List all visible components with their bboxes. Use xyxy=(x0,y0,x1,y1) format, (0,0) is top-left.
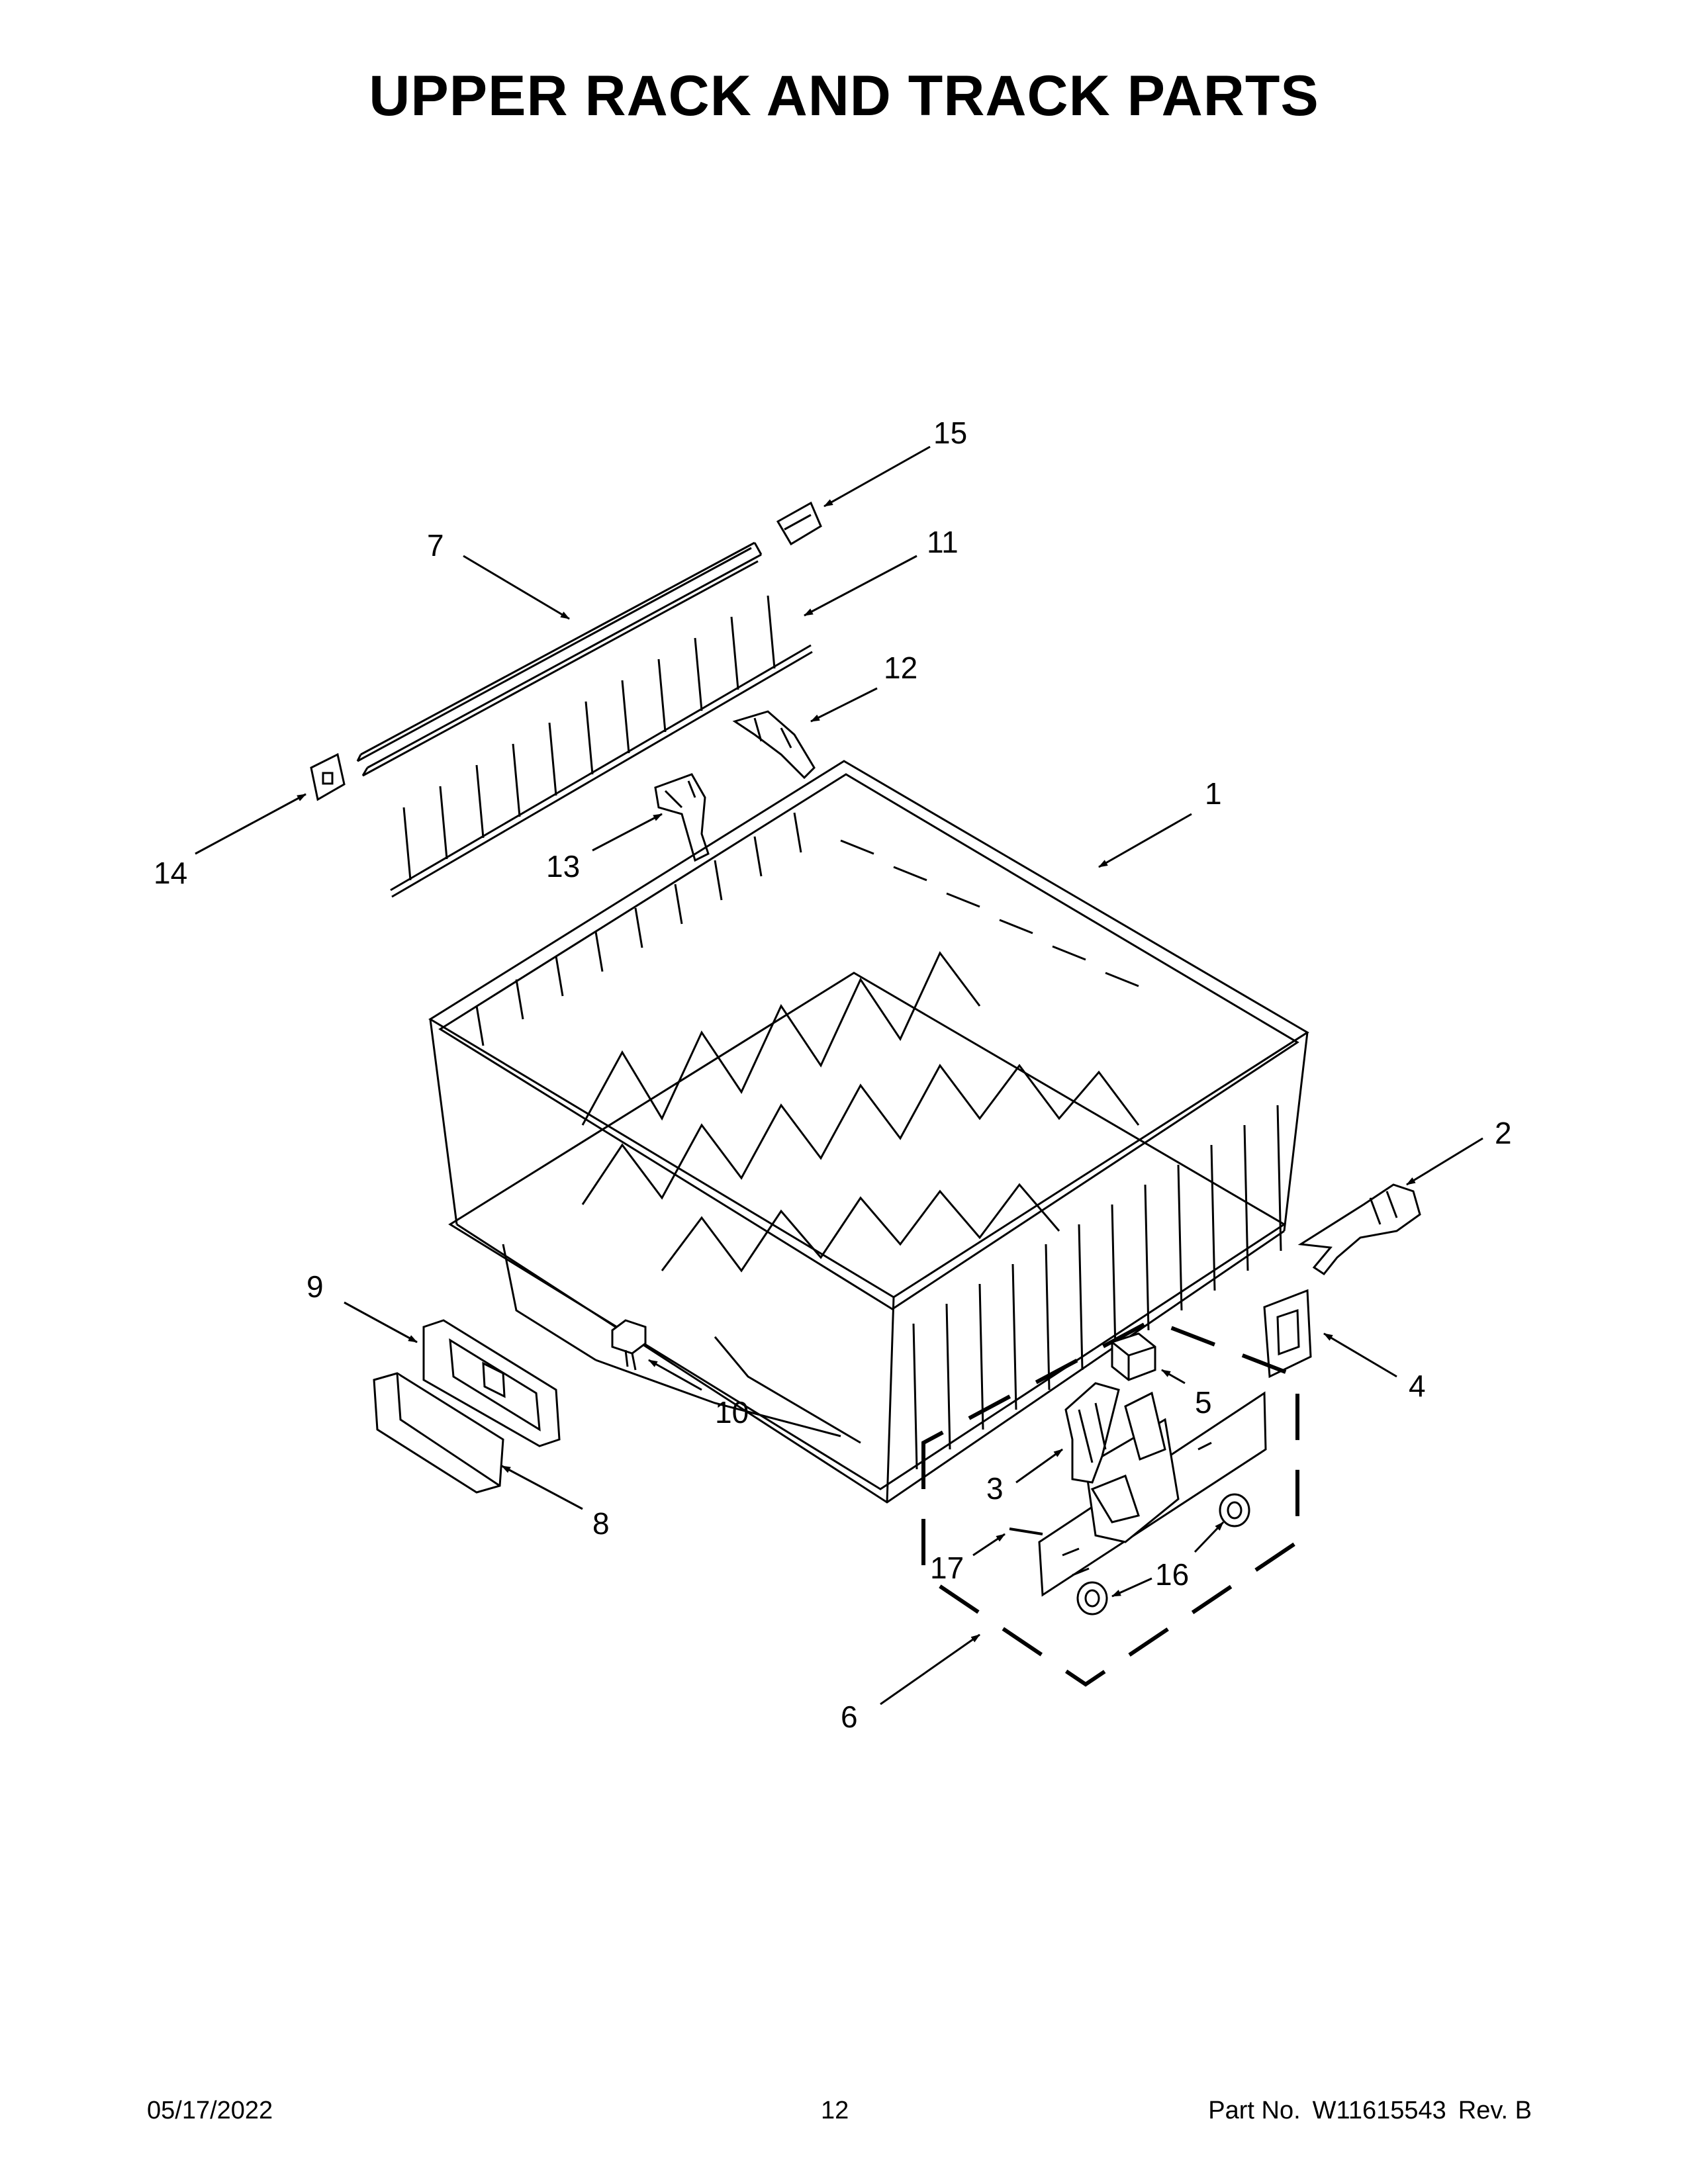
leader-arrow-10 xyxy=(648,1359,702,1391)
callout-10: 10 xyxy=(715,1395,749,1430)
callout-15: 15 xyxy=(933,416,967,450)
callout-7: 7 xyxy=(427,528,444,563)
callout-11: 11 xyxy=(927,525,959,559)
callout-4: 4 xyxy=(1409,1369,1426,1403)
callout-9: 9 xyxy=(306,1269,324,1304)
part-no-label: Part No. xyxy=(1208,2097,1301,2124)
leader-arrow-2 xyxy=(1406,1137,1483,1186)
callout-12: 12 xyxy=(884,651,917,685)
leader-arrow-6 xyxy=(880,1633,980,1706)
leader-arrow-12 xyxy=(810,687,878,723)
leader-arrow-5 xyxy=(1161,1369,1186,1385)
track-cover-illustration xyxy=(373,1372,504,1494)
rack-track-rail-illustration xyxy=(356,541,763,777)
callout-16: 16 xyxy=(1155,1557,1189,1592)
callout-14: 14 xyxy=(154,856,187,890)
callout-6: 6 xyxy=(841,1700,858,1734)
leader-arrow-15 xyxy=(823,445,931,508)
callout-labels: 1 2 3 4 5 6 7 8 9 10 11 12 13 14 15 16 1… xyxy=(154,416,1512,1734)
leader-arrows xyxy=(195,445,1483,1706)
callout-3: 3 xyxy=(986,1471,1004,1506)
upper-rack-basket-illustration xyxy=(428,760,1309,1504)
page-title: UPPER RACK AND TRACK PARTS xyxy=(369,64,1319,128)
adjuster-block-illustration xyxy=(1111,1332,1156,1381)
rack-adjuster-assembly-illustration xyxy=(921,1318,1299,1687)
shelf-clip-lower-illustration xyxy=(654,773,710,862)
leader-arrow-7 xyxy=(463,555,570,620)
rack-wheels-illustration xyxy=(1076,1493,1250,1615)
revision: Rev. B xyxy=(1458,2097,1532,2124)
callout-13: 13 xyxy=(546,849,580,884)
footer-part-number: Part No. W11615543 Rev. B xyxy=(1196,2097,1532,2125)
leader-arrow-14 xyxy=(195,793,306,855)
shelf-clip-upper-illustration xyxy=(732,710,816,780)
callout-1: 1 xyxy=(1205,776,1222,811)
leader-arrow-17 xyxy=(972,1533,1006,1557)
leader-arrow-13 xyxy=(592,813,663,852)
leader-arrow-3 xyxy=(1015,1448,1063,1484)
callout-5: 5 xyxy=(1195,1385,1212,1420)
callout-17: 17 xyxy=(930,1551,964,1585)
footer-date: 05/17/2022 xyxy=(147,2097,273,2124)
leader-arrow-16b xyxy=(1194,1521,1225,1553)
stud-fastener-illustration xyxy=(611,1319,647,1371)
leader-arrow-9 xyxy=(344,1301,418,1343)
leader-arrow-1 xyxy=(1098,813,1192,868)
leader-arrow-8 xyxy=(501,1465,583,1510)
leader-arrow-4 xyxy=(1323,1332,1397,1378)
rack-bracket-illustration xyxy=(1263,1289,1312,1379)
adjuster-lever-illustration xyxy=(1064,1382,1120,1484)
track-cover-frame-illustration xyxy=(422,1319,561,1447)
leader-arrow-11 xyxy=(804,555,917,617)
track-end-cap-illustration xyxy=(776,501,822,546)
leader-arrow-16 xyxy=(1111,1577,1152,1598)
cup-shelf-tines-illustration xyxy=(390,595,813,898)
callout-8: 8 xyxy=(592,1506,610,1541)
rack-adjuster-arm-illustration xyxy=(1297,1183,1421,1276)
footer-page-number: 12 xyxy=(821,2097,849,2124)
track-end-stop-illustration xyxy=(310,752,346,801)
part-no-value: W11615543 xyxy=(1312,2097,1446,2124)
callout-2: 2 xyxy=(1495,1116,1512,1150)
axle-pin-illustration xyxy=(1009,1527,1043,1535)
